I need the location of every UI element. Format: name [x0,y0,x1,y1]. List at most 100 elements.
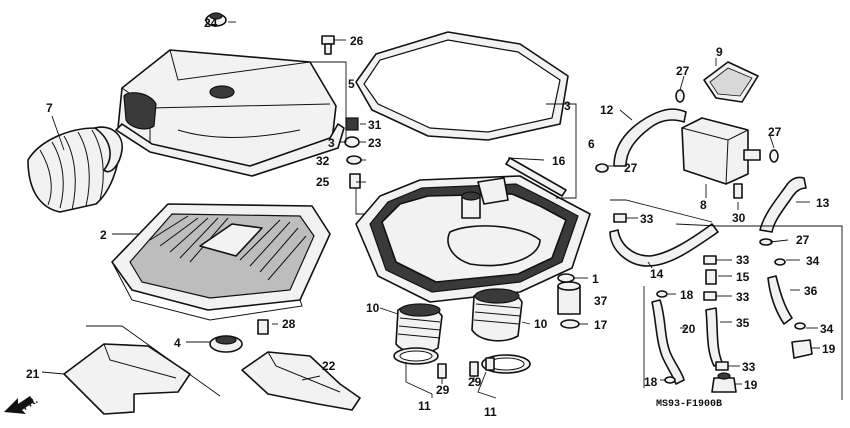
callout-30: 30 [732,211,746,225]
callout-20: 20 [682,322,696,336]
callout-33c: 33 [736,290,750,304]
breather-hose-13 [759,176,807,233]
callout-21: 21 [26,367,40,381]
callout-27a: 27 [676,64,690,78]
callout-5: 5 [348,77,355,91]
clamp-33-d [715,361,729,371]
callout-1: 1 [592,272,599,286]
callout-12: 12 [600,103,614,117]
callout-16: 16 [552,154,566,168]
drain-plug-37 [557,281,581,315]
callout-11a: 11 [418,399,431,413]
front-direction-arrow: FR. [4,395,40,414]
callout-18a: 18 [680,288,694,302]
intake-duct [27,126,123,213]
air-cleaner-cover [117,49,337,171]
callout-35: 35 [736,316,750,330]
callout-3a: 3 [328,136,335,150]
diagram-code: MS93-F1900B [656,399,722,410]
callout-23: 23 [368,136,382,150]
breather-box [681,117,761,185]
breather-hose-12 [613,108,687,167]
plug-19-lower [711,372,737,393]
grommet-24 [205,12,227,27]
intake-funnel-left [395,303,443,354]
callout-17: 17 [594,318,608,332]
callout-numbers: 24 26 5 7 31 3 23 32 25 2 4 28 21 22 3 6… [26,16,836,419]
drain-rod [505,157,567,197]
callout-34b: 34 [820,322,834,336]
callout-11b: 11 [484,405,497,419]
clamp-33-b [703,255,717,265]
callout-10a: 10 [366,301,380,315]
air-cleaner-case [355,175,591,303]
callout-32: 32 [316,154,330,168]
grommet-4 [209,335,243,353]
nut-23 [344,136,360,148]
callout-8: 8 [700,198,707,212]
callout-19a: 19 [744,378,758,392]
callout-6: 6 [588,137,595,151]
callout-10b: 10 [534,317,548,331]
callout-27d: 27 [796,233,810,247]
callout-13: 13 [816,196,830,210]
callout-36: 36 [804,284,818,298]
funnel-band-right [481,354,531,374]
callout-33a: 33 [640,212,654,226]
callout-24: 24 [204,16,218,30]
callout-9: 9 [716,45,723,59]
washer-32 [346,155,362,165]
housing-gasket [355,31,569,141]
callout-33b: 33 [736,253,750,267]
callout-31: 31 [368,118,382,132]
plug-19-upper [791,339,813,359]
clip-18-b [664,376,676,384]
callout-34a: 34 [806,254,820,268]
joint-15 [705,269,717,285]
direction-label: FR. [20,395,40,413]
hose-36 [767,275,793,325]
leader-lines [41,21,843,400]
under-cover-left [63,343,191,415]
callout-15: 15 [736,270,750,284]
funnel-band-left [393,347,439,365]
screw-29-left [437,363,447,379]
callout-3b: 3 [564,99,571,113]
callout-7: 7 [46,101,53,115]
callout-26: 26 [350,34,364,48]
callout-18b: 18 [644,375,658,389]
under-cover-right [241,351,361,411]
clamp-33-c [703,291,717,301]
callout-19b: 19 [822,342,836,356]
callout-2: 2 [100,228,107,242]
clip-18-a [656,290,668,298]
clip-1 [557,273,575,283]
callout-29b: 29 [468,375,482,389]
intake-funnel-right [471,288,523,342]
clip-27-b [595,163,609,173]
screw-29-right [469,361,479,377]
air-filter-element [111,203,331,321]
bolt-26 [321,35,335,55]
callout-27c: 27 [768,125,782,139]
clip-17 [560,319,580,329]
callout-14: 14 [650,267,664,281]
drain-hose-14 [609,223,719,267]
bolt-30 [733,183,743,199]
callout-28: 28 [282,317,296,331]
hose-20 [651,299,685,385]
callout-22: 22 [322,359,336,373]
hose-35 [705,307,723,367]
bolt-25 [349,173,361,189]
bolt-28 [257,319,269,335]
clamp-33-a [613,213,627,223]
clip-27-a [675,89,685,103]
breather-filter [703,61,759,103]
collar-31 [345,117,359,131]
callout-29a: 29 [436,383,450,397]
clip-34-b [794,322,806,330]
callout-33d: 33 [742,360,756,374]
cover-gasket [115,123,345,177]
clip-34-a [774,258,786,266]
